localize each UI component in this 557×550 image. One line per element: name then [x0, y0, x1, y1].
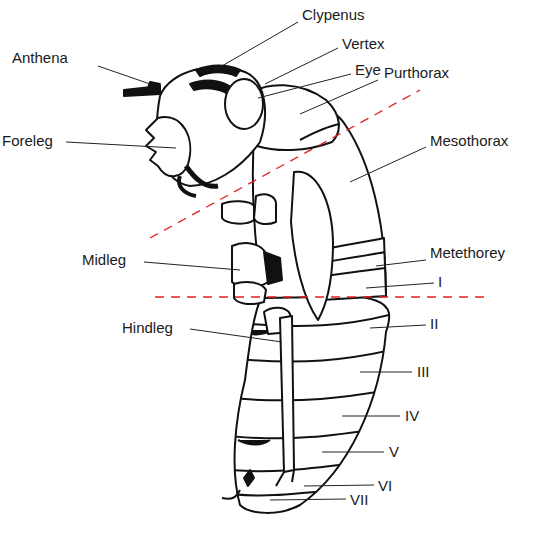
eye [225, 79, 263, 129]
segment-number: IV [405, 406, 419, 426]
part-label: Mesothorax [430, 131, 508, 151]
leader-line [350, 147, 426, 182]
segment-number: I [438, 272, 442, 292]
leader-line [270, 499, 346, 500]
abdomen [235, 295, 390, 513]
segment-number: VII [350, 490, 368, 510]
leader-line [265, 48, 338, 84]
leader-line [304, 485, 374, 486]
segment-number: V [389, 442, 399, 462]
leader-line [300, 80, 378, 114]
leader-line [322, 452, 384, 453]
leader-line [258, 74, 351, 98]
segment-number: III [417, 362, 430, 382]
leader-line [342, 416, 400, 417]
section-line [150, 90, 420, 238]
part-label: Purthorax [384, 63, 449, 83]
segment-number: VI [378, 476, 392, 496]
leader-line [215, 22, 298, 70]
leader-line [66, 142, 176, 148]
leader-line [370, 325, 426, 328]
part-label: Vertex [342, 34, 385, 54]
leader-line [376, 260, 426, 266]
section-line [155, 296, 486, 297]
part-label: Hindleg [122, 318, 173, 338]
leader-line [190, 329, 282, 342]
part-label: Anthena [12, 48, 68, 68]
leader-line [144, 262, 240, 270]
part-label: Midleg [82, 250, 126, 270]
leader-line [98, 66, 150, 84]
part-label: Eye [355, 60, 381, 80]
part-label: Foreleg [2, 131, 53, 151]
leader-line [366, 283, 434, 288]
leader-line [360, 372, 412, 373]
segment-number: II [430, 314, 438, 334]
part-label: Metethorey [430, 243, 505, 263]
clypeus [196, 66, 240, 77]
wing-pad [291, 172, 333, 320]
midleg [232, 243, 268, 287]
part-label: Clypenus [302, 5, 365, 25]
